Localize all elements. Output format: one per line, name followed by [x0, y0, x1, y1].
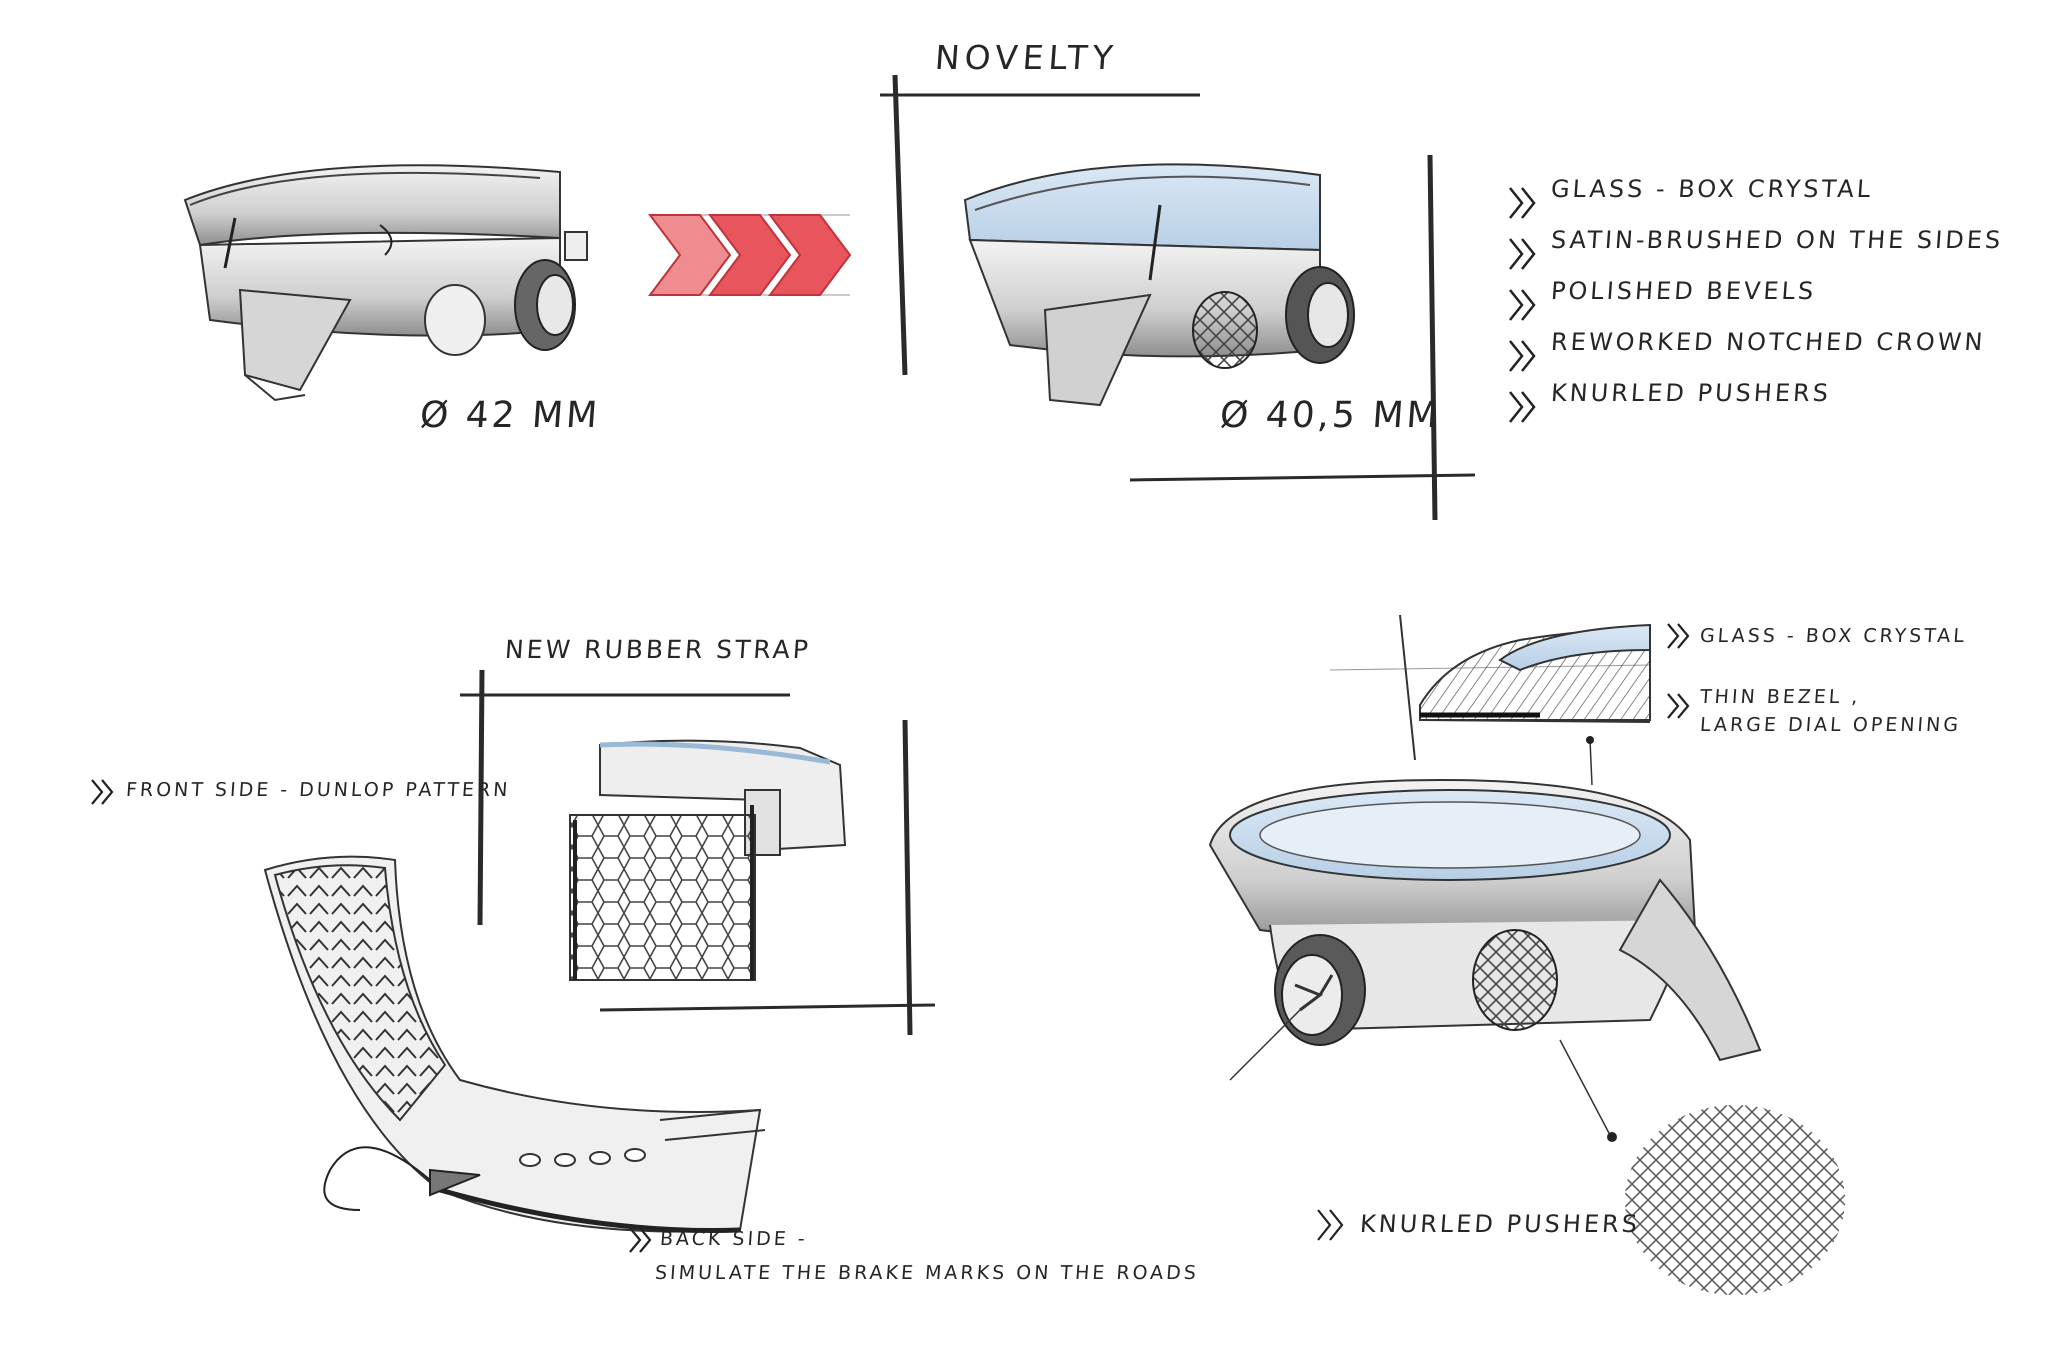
transition-arrows — [648, 214, 852, 296]
feature-item: KNURLED PUSHERS — [1505, 379, 2003, 430]
back-side-note: BACK SIDE - — [659, 1228, 809, 1250]
strap-sketch — [263, 855, 766, 1233]
strap-frame — [460, 669, 936, 1036]
novelty-frame — [880, 74, 1476, 521]
bezel-note: THIN BEZEL , — [1699, 686, 1862, 708]
new-case-sketch — [963, 163, 1355, 407]
feature-list: GLASS - BOX CRYSTAL SATIN-BRUSHED ON THE… — [1505, 175, 2005, 430]
strap-end-sketch — [569, 739, 847, 981]
old-case-sketch — [183, 164, 588, 402]
old-diameter-label: Ø 42 MM — [418, 395, 602, 436]
three-quarter-case-sketch — [1208, 736, 1762, 1142]
feature-label: GLASS - BOX CRYSTAL — [1550, 175, 1875, 203]
detail-note-icons — [1317, 623, 1690, 1241]
strap-note-icons — [91, 779, 652, 1253]
pushers-note: KNURLED PUSHERS — [1359, 1210, 1641, 1238]
feature-label: REWORKED NOTCHED CROWN — [1550, 328, 1987, 356]
feature-label: SATIN-BRUSHED ON THE SIDES — [1550, 226, 2005, 254]
knurl-texture-swatch — [1625, 1105, 1845, 1295]
bezel-note-detail: LARGE DIAL OPENING — [1699, 714, 1962, 736]
feature-label: KNURLED PUSHERS — [1550, 379, 1832, 407]
novelty-title: NOVELTY — [933, 38, 1120, 77]
feature-list-icons — [1509, 187, 1536, 423]
new-diameter-label: Ø 40,5 MM — [1218, 395, 1442, 436]
feature-item: REWORKED NOTCHED CROWN — [1505, 328, 2003, 379]
strap-title: NEW RUBBER STRAP — [503, 635, 812, 664]
feature-item: GLASS - BOX CRYSTAL — [1505, 175, 2003, 226]
feature-item: SATIN-BRUSHED ON THE SIDES — [1505, 226, 2005, 277]
feature-label: POLISHED BEVELS — [1550, 277, 1818, 305]
crystal-note: GLASS - BOX CRYSTAL — [1699, 625, 1968, 647]
back-side-note-detail: SIMULATE THE BRAKE MARKS ON THE ROADS — [654, 1262, 1200, 1284]
feature-item: POLISHED BEVELS — [1505, 277, 2003, 328]
crystal-section-sketch — [1329, 614, 1651, 761]
front-side-note: FRONT SIDE - DUNLOP PATTERN — [125, 779, 512, 801]
